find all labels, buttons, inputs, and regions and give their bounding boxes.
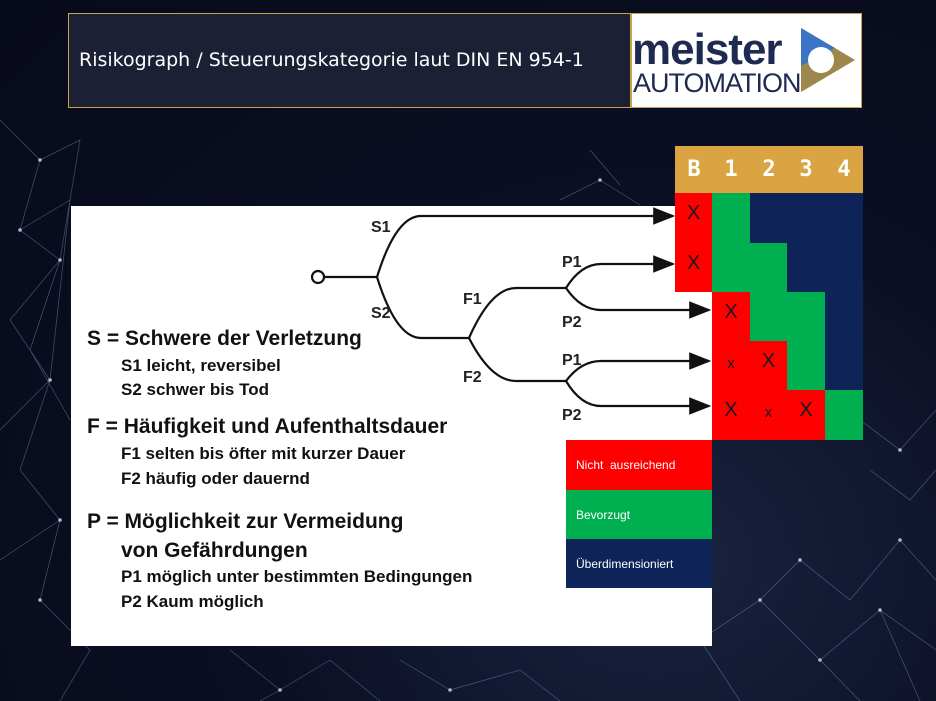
matrix-cell-r3-3 — [787, 292, 825, 341]
tree-label-f2: F2 — [463, 369, 482, 386]
matrix-cell-r1-4 — [825, 193, 863, 243]
tree-start-node — [310, 269, 326, 285]
category-header — [675, 146, 863, 193]
matrix-cell-r2-b: X — [675, 243, 712, 292]
category-label-b: B — [687, 157, 701, 182]
matrix-cell-r1-2 — [750, 193, 787, 243]
legend-f2: F2 häufig oder dauernd — [121, 469, 310, 488]
title-bar: Risikograph / Steuerungskategorie laut D… — [68, 13, 631, 108]
tree-label-f1: F1 — [463, 291, 482, 308]
legend-f1: F1 selten bis öfter mit kurzer Dauer — [121, 444, 406, 463]
tree-edge-f2 — [468, 337, 566, 383]
legend-p-heading-cont: von Gefährdungen — [121, 539, 308, 562]
tree-edge-f2-p2 — [565, 380, 712, 415]
tree-label-p1-bottom: P1 — [562, 352, 582, 369]
matrix-cell-r2-1 — [712, 243, 750, 292]
key-item-preferred: Bevorzugt — [566, 490, 712, 540]
key-label-preferred: Bevorzugt — [576, 508, 631, 522]
legend-p-heading: P = Möglichkeit zur Vermeidung — [87, 510, 404, 533]
tree-label-p1-top: P1 — [562, 254, 582, 271]
matrix-cell-r3-1: X — [712, 292, 750, 341]
key-item-oversized: Überdimensioniert — [566, 539, 712, 588]
key-label-insufficient: Nicht ausreichend — [576, 458, 676, 472]
company-logo: meister AUTOMATION — [631, 13, 862, 108]
logo-play-icon — [801, 28, 855, 92]
matrix-mark: X — [799, 399, 813, 421]
logo-wordmark: meister — [632, 25, 783, 74]
tree-label-p2-bottom: P2 — [562, 407, 582, 424]
legend-p2: P2 Kaum möglich — [121, 592, 264, 611]
matrix-cell-r1-1 — [712, 193, 750, 243]
page-title: Risikograph / Steuerungskategorie laut D… — [79, 49, 584, 71]
matrix-mark: X — [686, 252, 701, 274]
category-label-1: 1 — [724, 157, 738, 182]
legend-s1: S1 leicht, reversibel — [121, 356, 281, 375]
matrix-cell-r4-4 — [825, 341, 863, 390]
legend-s2: S2 schwer bis Tod — [121, 380, 270, 399]
matrix-cell-r5-1: X — [712, 390, 750, 440]
matrix-cell-r4-3 — [787, 341, 825, 390]
key-label-oversized: Überdimensioniert — [576, 557, 674, 571]
legend-s-heading: S = Schwere der Verletzung — [87, 327, 362, 350]
matrix-cell-r1-b: X — [675, 193, 712, 243]
tree-label-s1: S1 — [371, 219, 391, 236]
matrix-cell-r4-1: x — [712, 341, 750, 390]
tree-edge-f1-p2 — [565, 287, 712, 319]
tree-edge-f1-p1 — [565, 255, 676, 289]
matrix-cell-r2-2 — [750, 243, 787, 292]
matrix-mark: X — [724, 301, 738, 323]
tree-edge-s2 — [375, 276, 469, 340]
category-label-4: 4 — [837, 157, 851, 182]
tree-label-s2: S2 — [371, 305, 391, 322]
legend-f-heading: F = Häufigkeit und Aufenthaltsdauer — [87, 415, 448, 438]
matrix-cell-r5-4 — [825, 390, 863, 440]
matrix-cell-r2-3 — [787, 243, 825, 292]
decision-tree: S1 S2 F1 F2 P1 P2 P1 P2 — [310, 207, 712, 424]
tree-edge-s1 — [375, 207, 676, 278]
matrix-cell-r3-2 — [750, 292, 787, 341]
matrix-mark: X — [724, 399, 738, 421]
matrix-cell-r1-3 — [787, 193, 825, 243]
matrix-cell-r5-3: X — [787, 390, 825, 440]
matrix-cell-r3-4 — [825, 292, 863, 341]
matrix-mark: X — [686, 202, 701, 224]
legend-p1: P1 möglich unter bestimmten Bedingungen — [121, 567, 473, 586]
key-item-insufficient: Nicht ausreichend — [566, 440, 712, 490]
category-label-3: 3 — [799, 157, 813, 182]
matrix-mark: x — [727, 355, 735, 372]
tree-edge-f2-p1 — [565, 352, 712, 382]
matrix-cell-r2-4 — [825, 243, 863, 292]
tree-edge-f1 — [467, 286, 566, 339]
tree-label-p2-top: P2 — [562, 314, 582, 331]
matrix-mark: X — [761, 350, 776, 372]
matrix-mark: x — [764, 404, 773, 421]
matrix-cell-r4-2: X — [750, 341, 787, 390]
logo-subtext: AUTOMATION — [633, 68, 802, 98]
matrix-cell-r5-2: x — [750, 390, 787, 440]
category-label-2: 2 — [762, 157, 776, 182]
